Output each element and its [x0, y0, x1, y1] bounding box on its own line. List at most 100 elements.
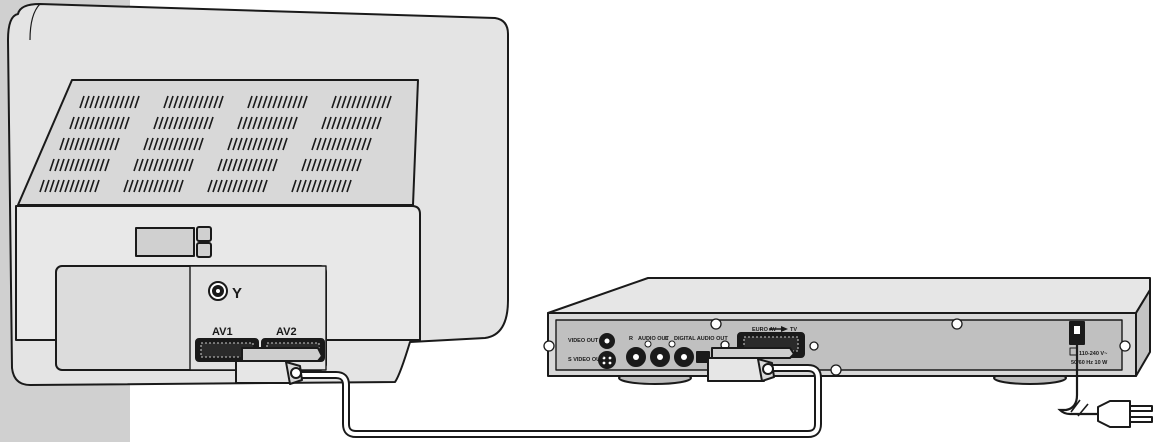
vent-slat	[133, 158, 139, 172]
vent-slat	[282, 116, 288, 130]
vent-slat	[69, 158, 75, 172]
vent-slat	[178, 116, 184, 130]
scart-plug-player	[707, 347, 795, 382]
vent-slat	[153, 179, 159, 193]
vent-slat	[262, 179, 268, 193]
vent-slat	[143, 179, 149, 193]
vent-slat	[306, 179, 312, 193]
vent-slat	[252, 95, 258, 109]
s-video-out-jack[interactable]	[598, 351, 616, 369]
vent-slat	[178, 95, 184, 109]
vent-slat	[109, 137, 115, 151]
vent-slat	[272, 137, 278, 151]
vent-slat	[252, 116, 258, 130]
player-top	[547, 277, 1151, 314]
vent-slat	[203, 116, 209, 130]
vent-slat	[321, 179, 327, 193]
vent-slat	[69, 179, 75, 193]
vent-slat	[321, 116, 327, 130]
vent-slat	[134, 95, 140, 109]
vent-slat	[351, 137, 357, 151]
vent-slat	[99, 116, 105, 130]
vent-slat	[257, 116, 263, 130]
vent-slat	[336, 116, 342, 130]
vent-slat	[54, 158, 60, 172]
vent-slat	[89, 137, 95, 151]
vent-slat	[158, 116, 164, 130]
vent-slat	[84, 116, 90, 130]
vent-slat	[321, 158, 327, 172]
tv-label-tab-bottom	[196, 242, 212, 258]
vent-slat	[188, 158, 194, 172]
vent-slat	[114, 116, 120, 130]
vent-slat	[326, 137, 332, 151]
tv-vents	[39, 95, 392, 193]
vent-slat	[247, 116, 253, 130]
vent-slat	[143, 158, 149, 172]
vent-slat	[94, 179, 100, 193]
vent-slat	[119, 95, 125, 109]
vent-slat	[178, 179, 184, 193]
vent-slat	[336, 137, 342, 151]
vent-slat	[59, 158, 65, 172]
vent-slat	[227, 158, 233, 172]
vent-slat	[148, 158, 154, 172]
vent-slat	[252, 137, 258, 151]
vent-slat	[208, 95, 214, 109]
vent-slat	[188, 95, 194, 109]
s-video-out-label: S VIDEO OUT	[568, 357, 604, 363]
vent-slat	[257, 137, 263, 151]
vent-slat	[163, 116, 169, 130]
vent-slat	[217, 158, 223, 172]
vent-slat	[178, 137, 184, 151]
vent-slat	[173, 137, 179, 151]
vent-slat	[188, 137, 194, 151]
vent-slat	[272, 116, 278, 130]
vent-slat	[336, 179, 342, 193]
vent-slat	[69, 116, 75, 130]
vent-slat	[356, 137, 362, 151]
vent-slat	[123, 179, 129, 193]
audio-r-label: R	[629, 336, 633, 342]
vent-slat	[217, 179, 223, 193]
vent-slat	[114, 137, 120, 151]
vent-slat	[316, 137, 322, 151]
vent-slat	[79, 116, 85, 130]
vent-slat	[282, 137, 288, 151]
vent-slat	[351, 116, 357, 130]
vent-slat	[306, 158, 312, 172]
vent-slat	[336, 95, 342, 109]
av2-label: AV2	[276, 326, 297, 338]
vent-slat	[371, 95, 377, 109]
vent-slat	[331, 179, 337, 193]
vent-slat	[257, 95, 263, 109]
vent-slat	[193, 137, 199, 151]
dvd-player	[543, 277, 1151, 385]
tv-side-edge	[29, 3, 41, 41]
vent-slat	[361, 137, 367, 151]
tv-output-label: TV	[790, 327, 797, 333]
vent-slat	[292, 116, 298, 130]
vent-slat	[74, 116, 80, 130]
vent-slat	[114, 95, 120, 109]
vent-slat	[346, 116, 352, 130]
vent-slat	[341, 179, 347, 193]
player-right-side	[1135, 289, 1151, 377]
vent-slat	[242, 116, 248, 130]
digital-audio-out-label: DIGITAL AUDIO OUT	[674, 336, 728, 342]
vent-slat	[193, 95, 199, 109]
vent-slat	[366, 95, 372, 109]
power-rating-line1: 110-240 V~	[1079, 351, 1107, 357]
vent-slat	[291, 179, 297, 193]
vent-slat	[44, 179, 50, 193]
vent-slat	[99, 158, 105, 172]
vent-slat	[79, 137, 85, 151]
vent-slat	[99, 95, 105, 109]
vent-slat	[89, 95, 95, 109]
vent-slat	[84, 158, 90, 172]
vent-slat	[287, 95, 293, 109]
vent-slat	[183, 95, 189, 109]
vent-slat	[104, 116, 110, 130]
